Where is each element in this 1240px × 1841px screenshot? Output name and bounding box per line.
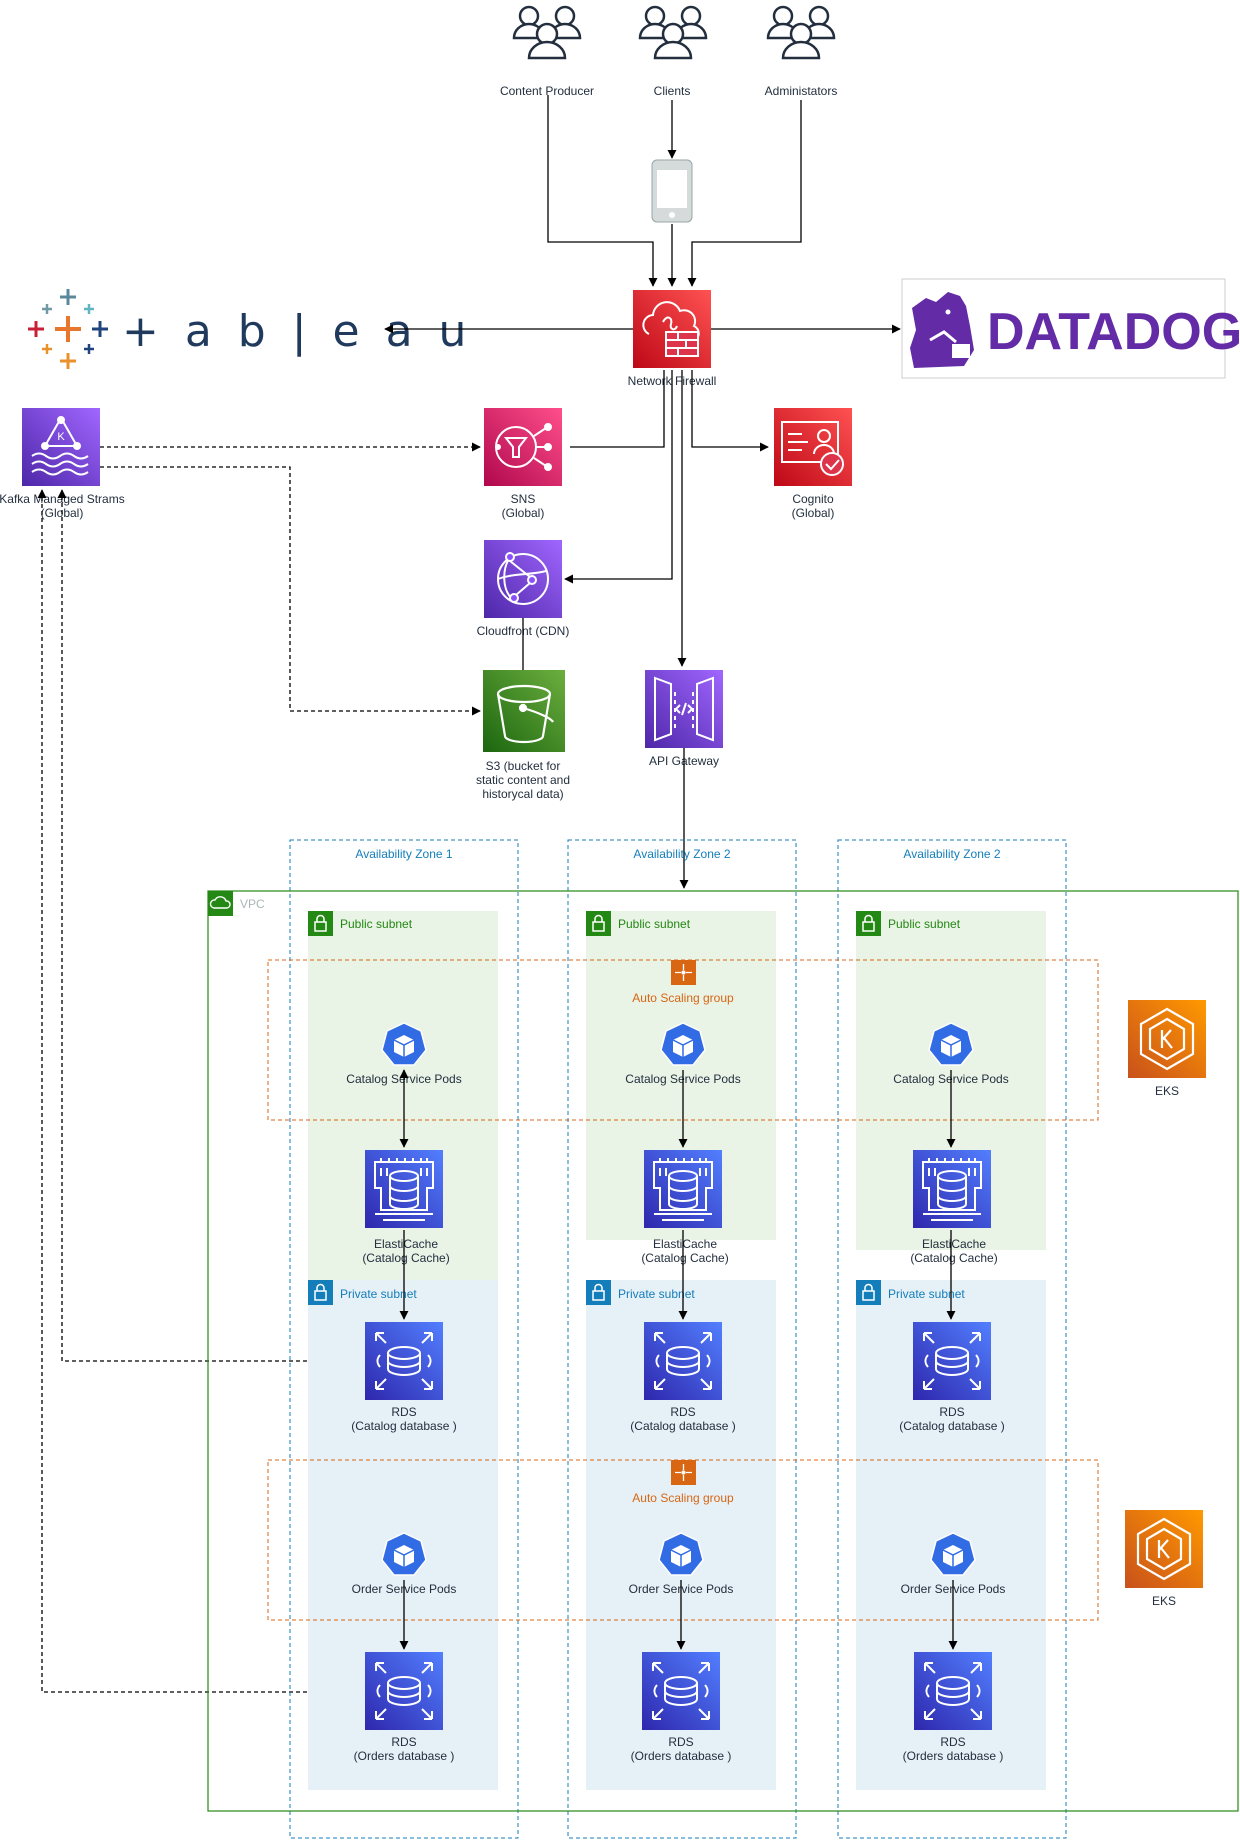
api-gateway-icon (645, 670, 723, 748)
datadog-wordmark: DATADOG (987, 303, 1240, 361)
availability-zone-2b-label: Availability Zone 2 (903, 847, 1000, 861)
tableau-wordmark: + a b | e a u (122, 306, 472, 357)
rds-catalog-label-3-line2: (Catalog database ) (899, 1419, 1004, 1433)
public-subnet-lock-icon (585, 910, 612, 937)
network-firewall-icon (633, 290, 711, 368)
vpc-label: VPC (240, 897, 265, 911)
elasticache-label-3-line1: ElastiCache (922, 1237, 986, 1251)
vpc-boundary (207, 890, 1239, 1812)
sns-icon (484, 408, 562, 486)
content-producer-label: Content Producer (500, 84, 594, 98)
rds-orders-label-1-line1: RDS (391, 1735, 416, 1749)
public-subnet-lock-icon (307, 910, 334, 937)
rds-orders-label-3-line1: RDS (940, 1735, 965, 1749)
firewall-service-connectors (522, 370, 769, 889)
availability-zone-2a (567, 839, 797, 1839)
private-subnet-lock-icon (585, 1279, 612, 1306)
tableau-logo: + a b | e a u (28, 289, 472, 369)
clients-icon (638, 5, 708, 60)
s3-bucket-icon (483, 670, 565, 752)
rds-orders-label-2-line2: (Orders database ) (631, 1749, 732, 1763)
rds-orders-label-2-line1: RDS (668, 1735, 693, 1749)
eks-icon (1123, 1508, 1205, 1590)
private-subnet-2-label: Private subnet (618, 1287, 695, 1301)
cognito-icon (774, 408, 852, 486)
cognito-label-line2: (Global) (792, 506, 835, 520)
mobile-device-icon (651, 159, 693, 223)
elasticache-label-2-line2: (Catalog Cache) (641, 1251, 728, 1265)
eks-icon (1126, 998, 1208, 1080)
kafka-dashed-connectors (37, 442, 481, 1693)
clients-label: Clients (654, 84, 691, 98)
elasticache-icon (913, 1150, 991, 1228)
availability-zone-1-label: Availability Zone 1 (355, 847, 452, 861)
sns-label-line1: SNS (511, 492, 536, 506)
rds-catalog-label-2-line2: (Catalog database ) (630, 1419, 735, 1433)
rds-catalog-label-2-line1: RDS (670, 1405, 695, 1419)
public-subnet-1-label: Public subnet (340, 917, 413, 931)
eks-label-catalog: EKS (1155, 1084, 1179, 1098)
elasticache-label-2-line1: ElastiCache (653, 1237, 717, 1251)
availability-zone-1 (289, 839, 519, 1839)
rds-catalog-label-1-line2: (Catalog database ) (351, 1419, 456, 1433)
public-subnet-lock-icon (855, 910, 882, 937)
administrators-label: Administators (765, 84, 838, 98)
elasticache-icon (644, 1150, 722, 1228)
vpc-internal-connectors (399, 1069, 958, 1650)
auto-scaling-group-order-label: Auto Scaling group (632, 1491, 734, 1505)
rds-orders-label-1-line2: (Orders database ) (354, 1749, 455, 1763)
public-subnet-2-label: Public subnet (618, 917, 691, 931)
rds-orders-icon (913, 1651, 993, 1731)
rds-orders-icon (364, 1651, 444, 1731)
elasticache-label-1-line2: (Catalog Cache) (362, 1251, 449, 1265)
availability-zones (289, 839, 1067, 1839)
content-producer-icon (512, 5, 582, 60)
sns-label-line2: (Global) (502, 506, 545, 520)
availability-zone-2a-label: Availability Zone 2 (633, 847, 730, 861)
rds-orders-label-3-line2: (Orders database ) (903, 1749, 1004, 1763)
rds-catalog-label-3-line1: RDS (939, 1405, 964, 1419)
kafka-icon: K (22, 408, 100, 486)
auto-scaling-group-catalog-label: Auto Scaling group (632, 991, 734, 1005)
eks-label-order: EKS (1152, 1594, 1176, 1608)
public-subnet-3-label: Public subnet (888, 917, 961, 931)
s3-label-line2: static content and (476, 773, 570, 787)
vpc-cloud-icon (208, 891, 233, 916)
s3-label-line1: S3 (bucket for (486, 759, 561, 773)
user-connectors (547, 95, 802, 287)
administrators-icon (766, 5, 836, 60)
datadog-logo: DATADOG (901, 278, 1240, 379)
private-subnet-lock-icon (855, 1279, 882, 1306)
private-subnet-lock-icon (307, 1279, 334, 1306)
cloudfront-icon (484, 540, 562, 618)
private-subnet-1-label: Private subnet (340, 1287, 417, 1301)
availability-zone-2b (837, 839, 1067, 1839)
rds-orders-icon (641, 1651, 721, 1731)
s3-label-line3: historycal data) (482, 787, 563, 801)
rds-catalog-icon (364, 1321, 444, 1401)
auto-scaling-icon (670, 1459, 697, 1486)
svg-text:K: K (57, 431, 65, 443)
rds-catalog-label-1-line1: RDS (391, 1405, 416, 1419)
rds-catalog-icon (912, 1321, 992, 1401)
elasticache-label-1-line1: ElastiCache (374, 1237, 438, 1251)
elasticache-label-3-line2: (Catalog Cache) (910, 1251, 997, 1265)
datadog-dog-icon (910, 292, 974, 368)
cognito-label-line1: Cognito (792, 492, 834, 506)
rds-catalog-icon (643, 1321, 723, 1401)
elasticache-icon (365, 1150, 443, 1228)
private-subnet-3-label: Private subnet (888, 1287, 965, 1301)
auto-scaling-icon (670, 959, 697, 986)
